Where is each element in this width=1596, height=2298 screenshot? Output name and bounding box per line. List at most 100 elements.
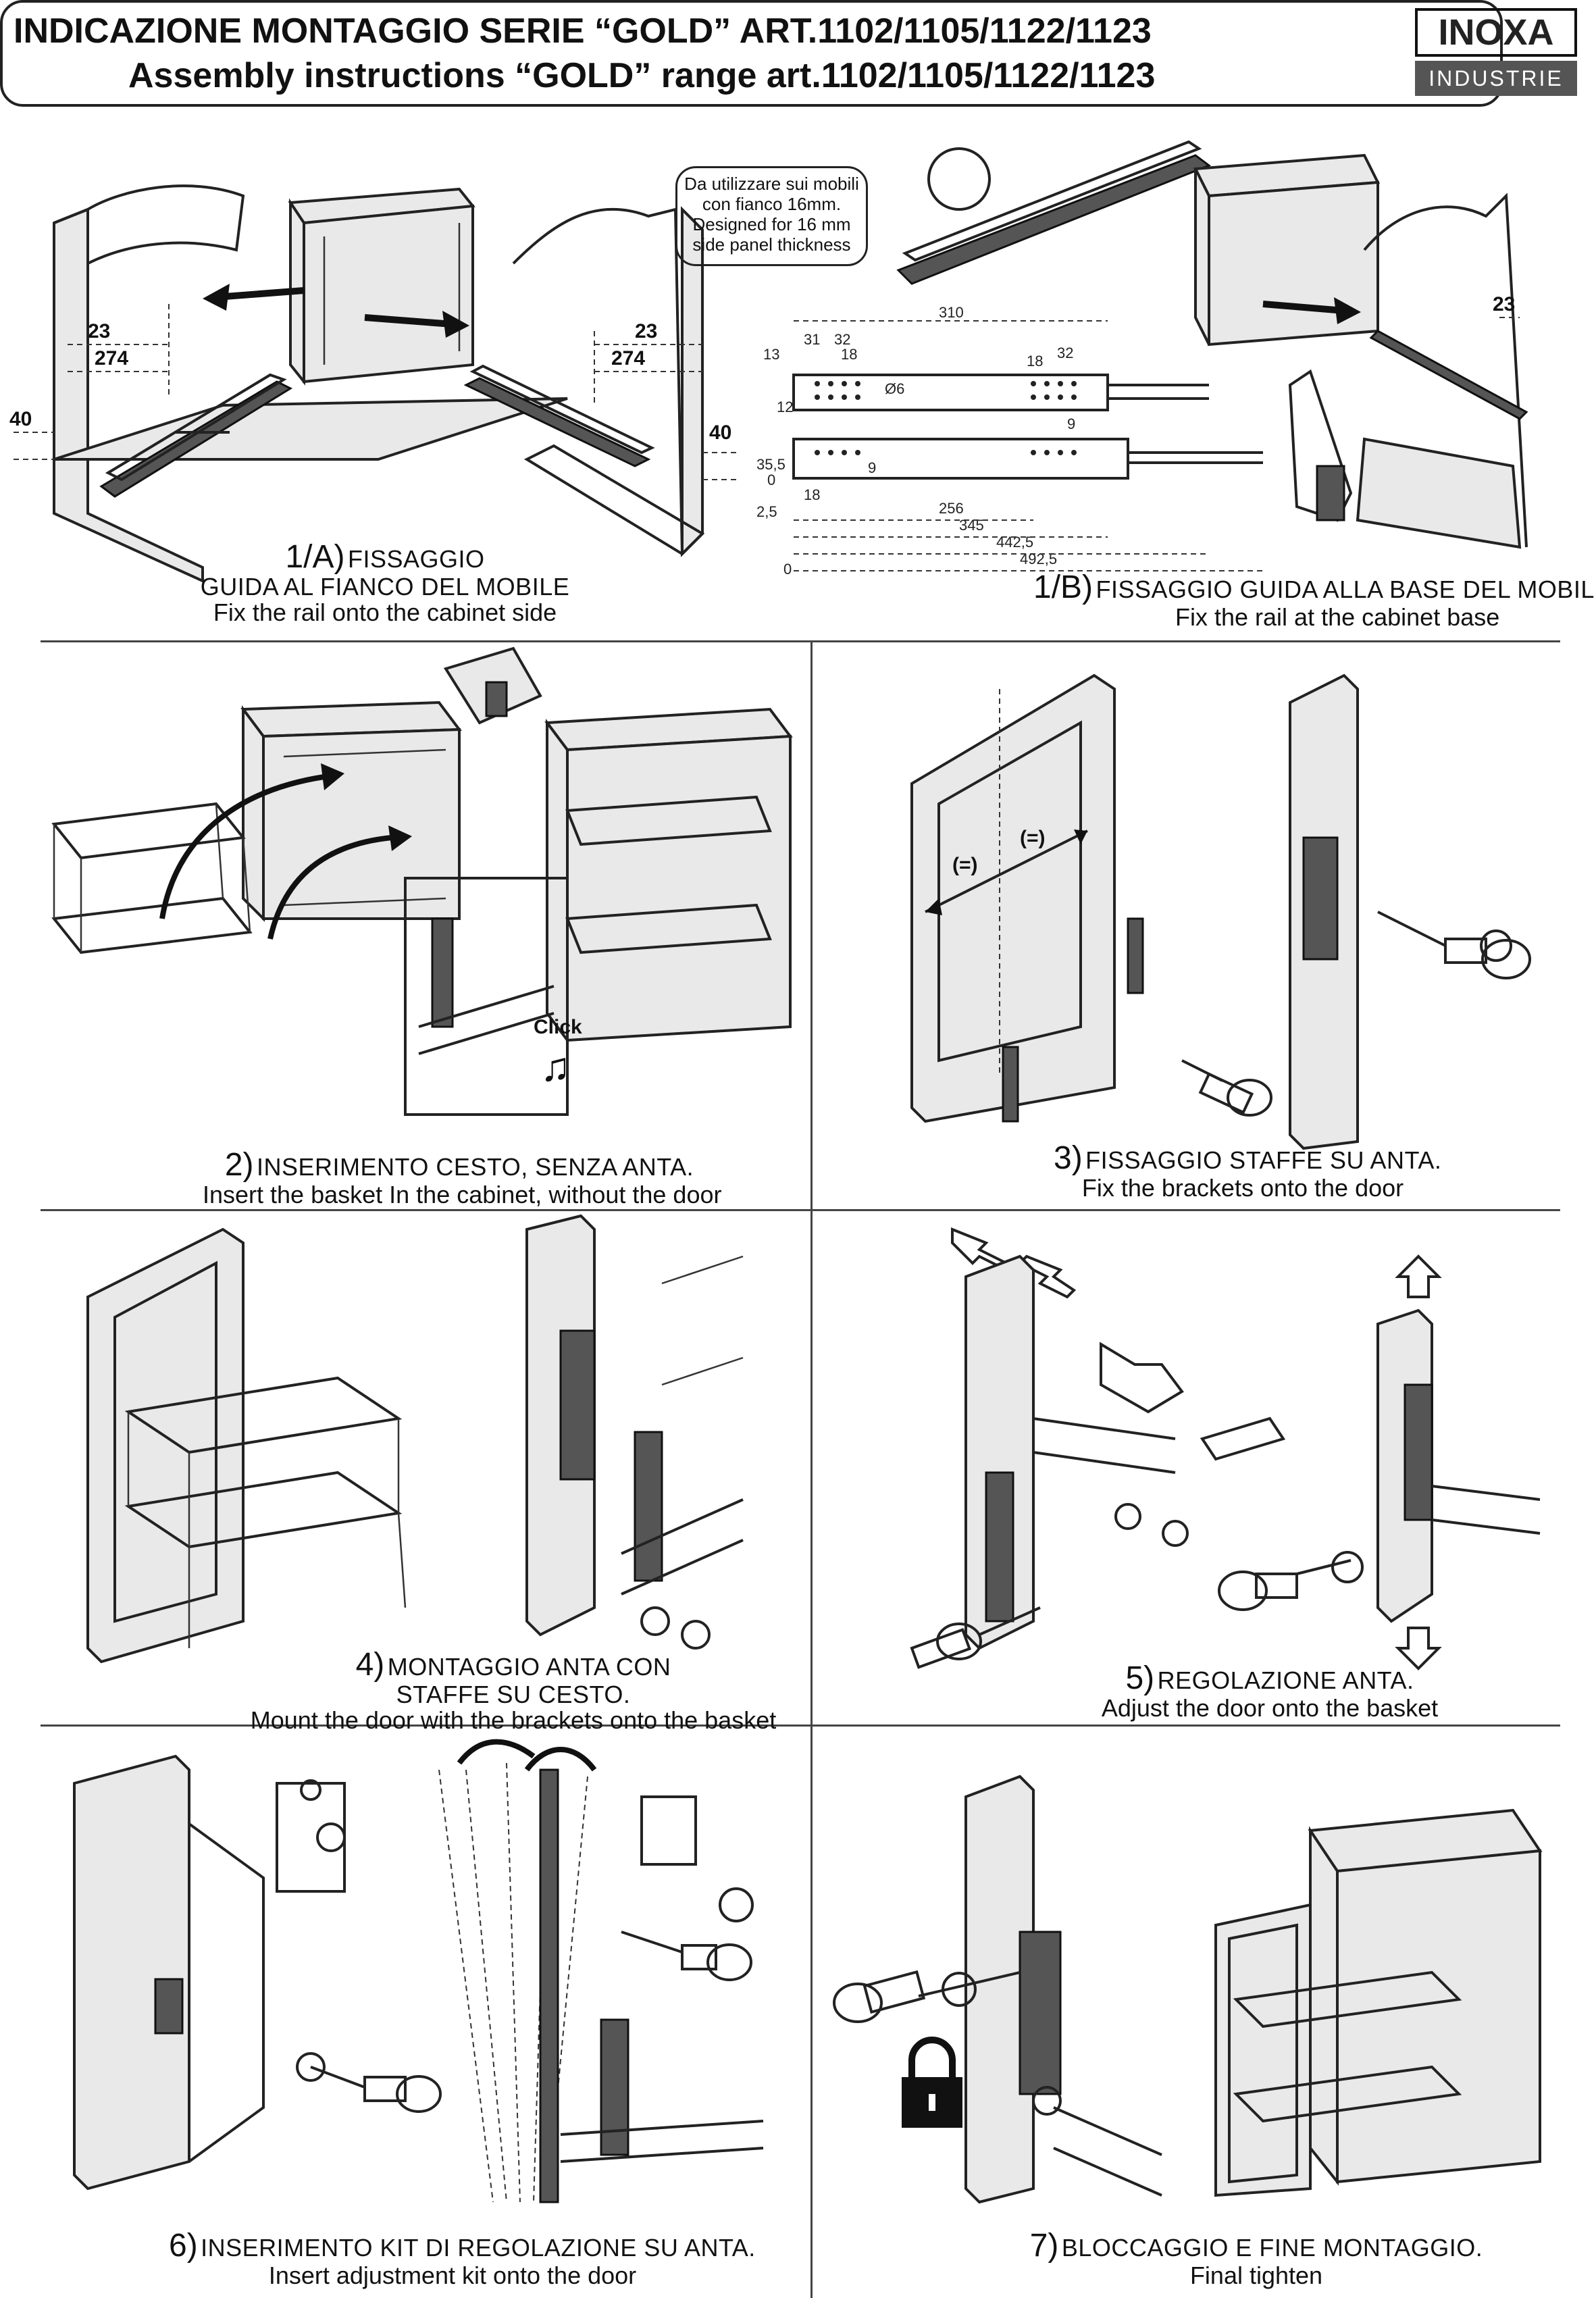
music-note-icon: ♫: [540, 1044, 571, 1090]
rail-dimension-drawing: 310 31 32 18 13 18 32 Ø6 12 9 35,5 0 9 1…: [756, 304, 1263, 578]
left-top-panel: [86, 184, 245, 265]
dim-492-5: 492,5: [1020, 551, 1057, 567]
right-top-panel: [512, 207, 684, 555]
step1a-title-it-1: FISSAGGIO: [347, 545, 485, 573]
step2-caption: 2) INSERIMENTO CESTO, SENZA ANTA. Insert…: [203, 1148, 722, 1209]
door-step4: [86, 1227, 244, 1664]
step7-illustration: [833, 1774, 1543, 2204]
dim-23-left: 23: [88, 320, 110, 342]
dim-345: 345: [959, 517, 984, 534]
cabinet-base-view: 23: [1193, 153, 1528, 549]
bracket-step5b: [1404, 1383, 1433, 1521]
adjust-bracket-detail: [1100, 1342, 1184, 1414]
step2-illustration: Click ♫: [51, 646, 793, 1116]
callout-line-4: side panel thickness: [692, 234, 851, 255]
basket-left: [51, 802, 253, 954]
step7-title-it: BLOCCAGGIO E FINE MONTAGGIO.: [1061, 2234, 1483, 2262]
dim-23-right: 23: [635, 320, 657, 342]
step4-title-en: Mount the door with the brackets onto th…: [250, 1706, 777, 1735]
arrow-insert-icon-2: [388, 825, 412, 851]
click-detail-box: [404, 877, 569, 1116]
rotate-icon-step5: [1331, 1551, 1364, 1583]
adjust-kit-right: [640, 1795, 697, 1866]
rotate-icon-step6b: [719, 1887, 754, 1922]
step6-title-en: Insert adjustment kit onto the door: [268, 2262, 637, 2290]
dim-9a: 9: [1067, 415, 1075, 432]
dim-40-right: 40: [709, 422, 731, 444]
divider-column: [810, 642, 813, 2298]
step5-caption: 5) REGOLAZIONE ANTA. Adjust the door ont…: [1101, 1661, 1439, 1722]
header: INDICAZIONE MONTAGGIO SERIE “GOLD” ART.1…: [0, 0, 1577, 107]
dim-274-left: 274: [95, 347, 128, 369]
screwdriver-step6b: [621, 1931, 752, 1981]
rotate-icon: [1480, 929, 1512, 962]
divider-row3: [41, 1725, 1560, 1727]
step2-title-en: Insert the basket In the cabinet, withou…: [203, 1181, 722, 1209]
dim-0-vertical: 0: [783, 561, 792, 578]
step3-number: 3): [1054, 1140, 1083, 1176]
step6-illustration: [73, 1739, 764, 2203]
basket-step4: [124, 1376, 407, 1648]
dim-2-5: 2,5: [756, 503, 777, 520]
screwdriver-step3b: [1377, 911, 1531, 979]
center-cabinet: [288, 187, 475, 386]
door-bracket-low: [1002, 1046, 1019, 1123]
step6-number: 6): [169, 2228, 198, 2264]
step1a-title-en: Fix the rail onto the cabinet side: [213, 598, 557, 627]
step1b-number: 1/B): [1033, 569, 1093, 605]
left-side-panel: [53, 207, 204, 584]
callout-line-3: Designed for 16 mm: [692, 214, 851, 234]
title-english: Assembly instructions “GOLD” range art.1…: [128, 56, 1156, 95]
panel-thickness-callout: Da utilizzare sui mobili con fianco 16mm…: [675, 166, 868, 266]
dim-31: 31: [804, 331, 820, 348]
step5-title-it: REGOLAZIONE ANTA.: [1157, 1666, 1414, 1694]
callout-line-2: con fianco 16mm.: [702, 194, 842, 214]
vertical-up-arrow-icon: [1395, 1254, 1442, 1298]
step6-title-it: INSERIMENTO KIT DI REGOLAZIONE SU ANTA.: [201, 2234, 756, 2262]
callout-line-1: Da utilizzare sui mobili: [684, 174, 859, 194]
dim-23-1b: 23: [1493, 293, 1515, 315]
step1a-title-it-2: GUIDA AL FIANCO DEL MOBILE: [200, 573, 570, 601]
dim-40-left: 40: [9, 408, 32, 430]
rail-left: [99, 373, 293, 498]
dim-9b: 9: [868, 459, 876, 476]
equal-mark-1: (=): [952, 854, 978, 876]
dim-442-5: 442,5: [996, 534, 1033, 551]
basket-bracket-step4: [634, 1431, 663, 1582]
divider-row1: [41, 640, 1560, 642]
step7-number: 7): [1029, 2228, 1059, 2264]
step1a-illustration: 23 274 40 23 274 40: [9, 184, 736, 584]
step1b-title-it: FISSAGGIO GUIDA ALLA BASE DEL MOBILE: [1096, 576, 1596, 603]
step5-title-en: Adjust the door onto the basket: [1101, 1694, 1439, 1722]
step1b-caption: 1/B) FISSAGGIO GUIDA ALLA BASE DEL MOBIL…: [1033, 569, 1596, 630]
bracket-side: [1302, 836, 1339, 961]
step5-illustration: [910, 1227, 1541, 1670]
swing-arrow-left-icon: [457, 1739, 536, 1765]
click-label: Click: [534, 1016, 582, 1038]
rotate-icon-step6: [296, 2052, 326, 2082]
screwdriver-step5a: [910, 1606, 1041, 1669]
screwdriver-step3: [1181, 1059, 1272, 1117]
dim-256: 256: [939, 500, 964, 517]
rail-perspective: [896, 140, 1212, 285]
step3-illustration: (=) (=): [910, 673, 1531, 1150]
screwdriver-step6: [310, 2066, 442, 2113]
door-bracket-high: [1127, 917, 1144, 994]
dim-18b: 18: [1027, 353, 1043, 369]
step1b-illustration: 310 31 32 18 13 18 32 Ø6 12 9 35,5 0 9 1…: [756, 140, 1528, 578]
step1a-caption: 1/A) FISSAGGIO GUIDA AL FIANCO DEL MOBIL…: [196, 540, 574, 625]
step3-title-en: Fix the brackets onto the door: [1081, 1174, 1404, 1202]
step3-caption: 3) FISSAGGIO STAFFE SU ANTA. Fix the bra…: [1054, 1140, 1441, 1202]
logo-subtitle: INDUSTRIE: [1415, 61, 1577, 96]
bracket-step4: [559, 1329, 596, 1481]
step7-caption: 7) BLOCCAGGIO E FINE MONTAGGIO. Final ti…: [1006, 2228, 1506, 2289]
step4-illustration: [86, 1214, 744, 1664]
door-panel: [910, 673, 1116, 1123]
dim-32b: 32: [1057, 344, 1073, 361]
swing-arrow-right-icon: [524, 1747, 597, 1772]
rail-right: [463, 364, 655, 467]
equal-mark-2: (=): [1020, 827, 1046, 849]
dim-18c: 18: [804, 486, 820, 503]
dim-35-5: 35,5: [756, 456, 786, 473]
left-bottom-panel: [53, 397, 568, 461]
